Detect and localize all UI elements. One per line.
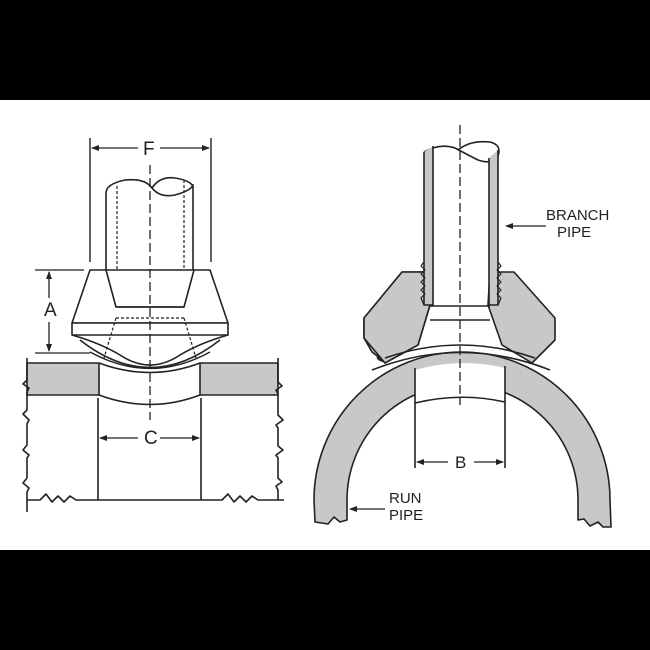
dimension-label-f: F [141,139,157,160]
run-pipe-label-line2: PIPE [389,507,424,524]
run-pipe-label-line1: RUN [389,490,422,507]
branch-pipe-callout: BRANCH PIPE [546,207,609,241]
dimension-label-b: B [453,453,469,472]
dimension-label-c: C [142,428,160,449]
branch-pipe-label-line1: BRANCH [546,207,610,224]
dimension-label-a: A [42,300,59,321]
branch-pipe-label-line2: PIPE [557,224,592,241]
right-view-threaded-outlet [313,125,612,528]
run-pipe-callout: RUN PIPE [389,490,423,524]
left-view-socket-outlet [22,138,284,512]
